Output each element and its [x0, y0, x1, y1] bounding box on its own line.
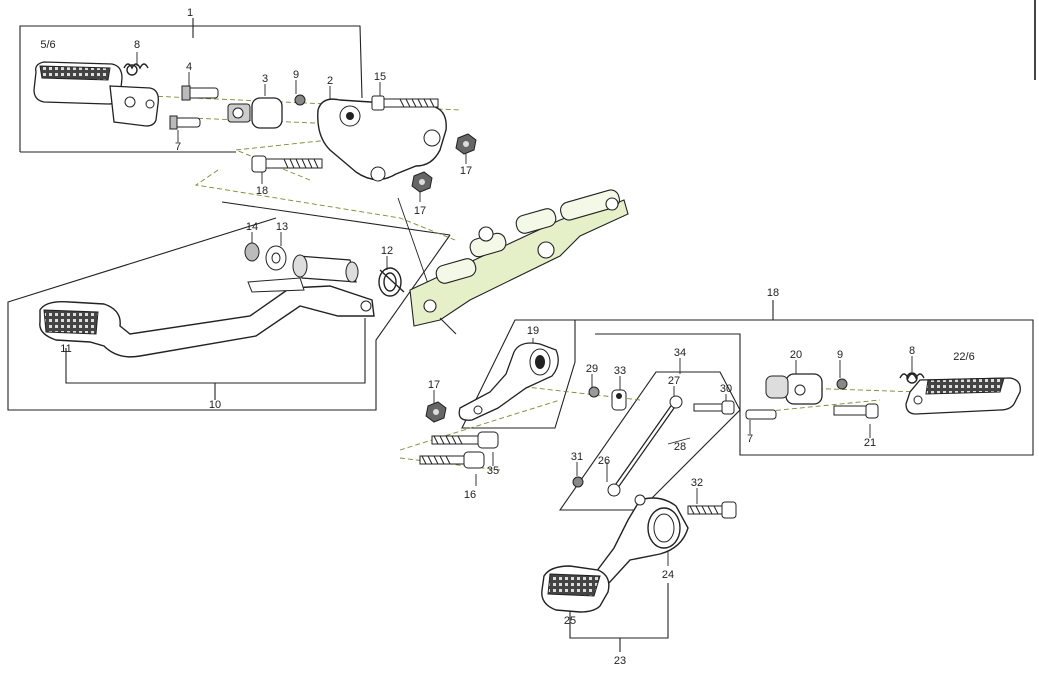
callout-c24: 24: [662, 569, 674, 581]
callout-c8b: 8: [909, 345, 915, 357]
spring-12: [378, 267, 405, 297]
callout-labels: 1 5/6 8 4 3 9 2 15 7 17 18 17 14 13 12 11 10 18 19 34 20 9 8 22…: [40, 7, 974, 667]
callout-c25: 25: [564, 615, 576, 627]
callout-c3: 3: [262, 73, 268, 85]
pivot-20: [765, 373, 823, 405]
callout-c2: 2: [327, 75, 333, 87]
pin-7-lower: [745, 409, 777, 420]
callout-c32: 32: [691, 477, 703, 489]
footpeg-5-6: [33, 61, 159, 127]
callout-c28: 28: [674, 441, 686, 453]
callout-c18b: 18: [767, 287, 779, 299]
window-edge: [1034, 0, 1039, 80]
footpeg-22-6: [905, 377, 1021, 415]
washer-29: [588, 386, 600, 398]
callout-c27: 27: [668, 375, 680, 387]
shift-pedal-25: [541, 565, 610, 613]
callout-c19: 19: [527, 325, 539, 337]
callout-c26: 26: [598, 455, 610, 467]
callout-c34: 34: [674, 347, 686, 359]
callout-c18a: 18: [256, 185, 268, 197]
bolt-30: [693, 400, 735, 415]
link-rod-28: [607, 395, 683, 497]
nut-17-mid: [411, 171, 433, 193]
bolt-32: [687, 501, 737, 519]
pin-7-upper: [169, 115, 201, 130]
callout-c16: 16: [464, 489, 476, 501]
callout-c21: 21: [864, 437, 876, 449]
callout-c14: 14: [246, 221, 258, 233]
callout-c4: 4: [186, 61, 192, 73]
group-box-1: [19, 18, 363, 153]
nut-9-upper: [294, 94, 306, 106]
shift-lever-24: [583, 494, 689, 607]
group-box-18: [515, 300, 1034, 456]
pedal-shaft: [292, 254, 359, 283]
callout-c5-6: 5/6: [40, 39, 55, 51]
group-box-10: [7, 201, 451, 411]
callout-c12: 12: [381, 245, 393, 257]
pivot-3: [227, 97, 283, 129]
bracket-2: [317, 98, 447, 182]
callout-c7a: 7: [175, 141, 181, 153]
spring-8-lower: [899, 372, 925, 384]
callout-c17b: 17: [414, 205, 426, 217]
nut-17-upper: [455, 133, 477, 155]
frame-section: [409, 189, 629, 335]
nut-17-lower: [425, 401, 447, 423]
callout-c9a: 9: [293, 69, 299, 81]
callout-c33: 33: [614, 365, 626, 377]
callout-c29: 29: [586, 363, 598, 375]
callout-c17c: 17: [428, 379, 440, 391]
callout-c9b: 9: [837, 349, 843, 361]
bracket-23: [569, 583, 669, 652]
callout-c30: 30: [720, 383, 732, 395]
callout-c20: 20: [790, 349, 802, 361]
nut-31: [572, 476, 584, 488]
washer-13: [265, 245, 287, 271]
callout-c7b: 7: [747, 433, 753, 445]
bolt-15: [371, 95, 439, 111]
bolt-18-upper: [251, 155, 323, 173]
nut-9-lower: [836, 378, 848, 390]
bolt-16: [419, 451, 485, 469]
brake-pedal-10: [39, 277, 375, 358]
bolt-35: [431, 431, 499, 449]
clip-33: [611, 389, 627, 411]
callout-c31: 31: [571, 451, 583, 463]
callout-c23: 23: [614, 655, 626, 667]
callout-c10: 10: [209, 399, 221, 411]
callout-c1: 1: [187, 7, 193, 19]
leader-lines: [136, 52, 913, 566]
callout-c11: 11: [60, 343, 71, 355]
callout-c13: 13: [276, 221, 288, 233]
callout-c17a: 17: [460, 165, 472, 177]
washer-14: [244, 242, 260, 262]
pin-4: [181, 85, 219, 101]
callout-c22-6: 22/6: [953, 351, 974, 363]
callout-c15: 15: [374, 71, 386, 83]
spring-8-upper: [123, 63, 149, 76]
bolt-21: [833, 403, 879, 419]
callout-c35: 35: [487, 465, 499, 477]
bracket-19: [458, 342, 559, 421]
callout-c8a: 8: [134, 39, 140, 51]
